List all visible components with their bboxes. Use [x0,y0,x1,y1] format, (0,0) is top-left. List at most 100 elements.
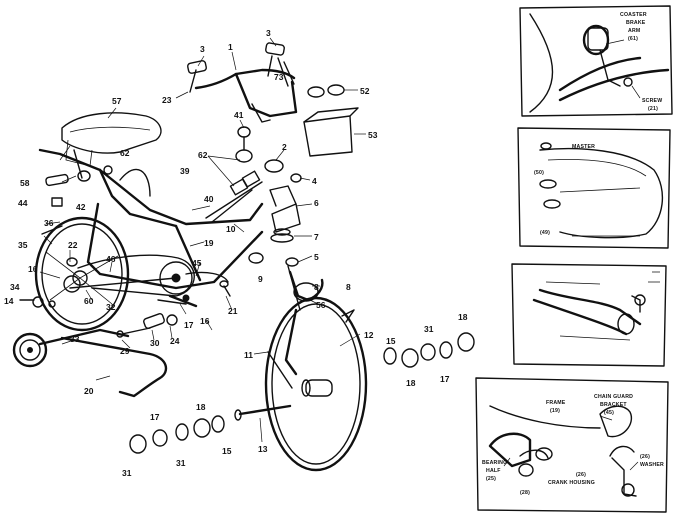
inset-guard-label: CHAIN GUARD [594,394,633,400]
inset-guard-label: (28) [520,490,530,496]
callout-40: 40 [204,194,214,204]
callout-46: 46 [106,254,116,264]
callout-31: 31 [424,324,434,334]
callout-21: 21 [228,306,238,316]
basket-grips [277,57,359,157]
callout-56: 56 [316,300,326,310]
callout-35: 35 [18,240,28,250]
chain-guard [157,271,229,305]
clamp-bolts [45,149,113,267]
inset-guard-label: CRANK HOUSING [548,480,595,486]
callout-3: 3 [266,28,271,38]
inset-coaster-label: SCREW [642,98,662,104]
callout-10: 9 [258,274,263,284]
front-axle-parts [129,332,475,454]
callout-42: 42 [76,202,86,212]
callout-11: 11 [244,350,253,360]
head-tube-parts [248,159,302,311]
callout-17: 17 [150,412,160,422]
callout-16: 16 [200,316,210,326]
front-wheel [264,296,368,472]
leader-lines [39,37,366,443]
inset-coaster-label: (21) [648,106,658,112]
callout-6: 6 [314,198,319,208]
callout-15: 15 [222,446,232,456]
callout-20: 20 [84,386,94,396]
callout-18: 18 [196,402,206,412]
callout-62: 62 [198,150,208,160]
callout-34: 34 [10,282,20,292]
callout-18: 18 [458,312,468,322]
callout-5: 5 [314,252,319,262]
inset-guard-label: BEARING [482,460,507,466]
callout-3: 3 [200,44,205,54]
callout-16: 16 [28,264,38,274]
callout-33: 33 [70,334,80,344]
inset-guard-label: (19) [550,408,560,414]
callout-52: 52 [360,86,370,96]
callout-labels: 1 3 3 73 23 57 52 53 41 62 62 2 4 6 7 10… [4,28,468,478]
rear-wheel [34,216,130,332]
handlebar [187,42,298,123]
callout-24: 24 [170,336,180,346]
callout-1: 1 [228,42,233,52]
inset-chain-label: (50) [534,170,544,176]
callout-45: 45 [192,258,202,268]
callout-32: 32 [106,302,116,312]
callout-18: 18 [406,378,416,388]
callout-17: 17 [440,374,450,384]
frame [38,148,301,290]
inset-guard-label: FRAME [546,400,566,406]
inset-coaster-label: BRAKE [626,20,646,26]
callout-57: 57 [112,96,122,106]
training-wheel [12,296,168,398]
inset-guard-label: (26) [576,472,586,478]
callout-12: 12 [364,330,374,340]
inset-guard-label: HALF [486,468,501,474]
chain-sprocket [63,254,195,297]
inset-chain-label: (49) [540,230,550,236]
callout-8: 8 [314,282,319,292]
callout-60: 60 [84,296,94,306]
inset-pedal [511,263,667,367]
inset-coaster-brake: COASTER BRAKE ARM (61) SCREW (21) [519,5,673,117]
callout-2: 2 [282,142,287,152]
callout-31: 31 [176,458,186,468]
callout-10: 10 [226,224,236,234]
callout-22: 22 [68,240,78,250]
callout-58: 58 [20,178,30,188]
inset-guard-label: WASHER [640,462,664,468]
callout-18: 31 [122,468,132,478]
cross-tube-bolts [205,126,263,223]
callout-39: 39 [180,166,190,176]
callout-53: 53 [368,130,378,140]
inset-guard-label: (26) [640,454,650,460]
callout-17: 17 [184,320,194,330]
main-exploded-view: 1 3 3 73 23 57 52 53 41 62 62 2 4 6 7 10… [4,28,475,478]
inset-guard-label: (45) [604,410,614,416]
callout-44: 44 [18,198,28,208]
inset-coaster-label: ARM [628,28,640,34]
callout-73: 73 [274,72,284,82]
callout-23: 23 [162,95,172,105]
crank-pedals [116,280,231,338]
inset-chain-label: MASTER [572,144,595,150]
inset-coaster-label: (61) [628,36,638,42]
callout-19: 19 [204,238,214,248]
callout-29: 29 [120,346,130,356]
inset-guard-label: (25) [486,476,496,482]
inset-guard-label: BRACKET [600,402,627,408]
callout-41: 41 [234,110,244,120]
callout-4: 4 [312,176,317,186]
callout-13: 13 [258,444,268,454]
callout-15: 15 [386,336,396,346]
callout-8: 8 [346,282,351,292]
callout-14: 14 [4,296,14,306]
callout-62: 62 [120,148,130,158]
inset-chain: MASTER (50) (49) [517,127,671,249]
inset-chain-guard: FRAME (19) CHAIN GUARD BRACKET (45) BEAR… [475,377,669,513]
callout-30: 30 [150,338,160,348]
callout-7: 7 [314,232,319,242]
